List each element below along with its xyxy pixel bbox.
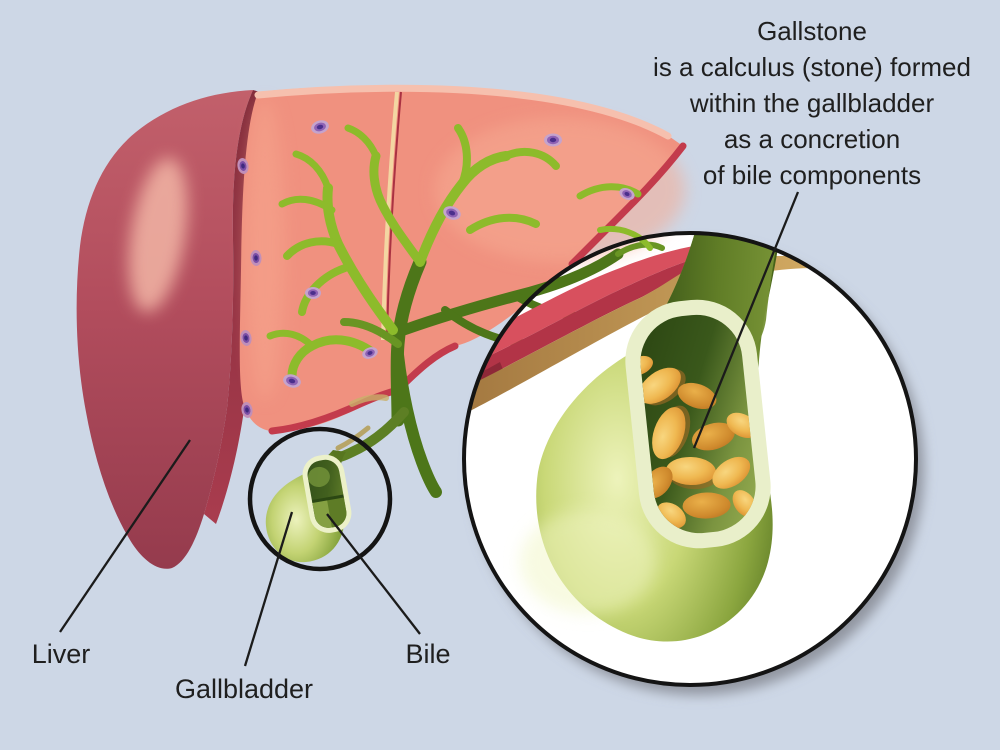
liver-top-rim xyxy=(254,84,672,140)
caption-line-4: as a concretion xyxy=(724,124,900,154)
inset-content xyxy=(464,233,818,642)
liver-label: Liver xyxy=(32,639,91,669)
caption-block: Gallstone is a calculus (stone) formed w… xyxy=(653,16,971,190)
vessel-dots xyxy=(237,120,635,418)
caption-line-5: of bile components xyxy=(703,160,921,190)
inset-liver-band-crimson xyxy=(464,243,714,370)
gallbladder-large-cutaway xyxy=(625,299,771,549)
bile-leader-line xyxy=(326,513,421,635)
gallbladder-leader-line xyxy=(243,511,294,667)
focus-circle xyxy=(247,426,393,572)
bile-level-line xyxy=(311,494,344,504)
gallbladder-label: Gallbladder xyxy=(175,674,313,704)
liver-left-lobe xyxy=(76,90,253,569)
lobe-highlight xyxy=(128,157,188,313)
bile-label: Bile xyxy=(405,639,450,669)
liver-crease-dark xyxy=(386,91,402,339)
inset-liver-band-dark xyxy=(464,253,716,390)
caption-line-2: is a calculus (stone) formed xyxy=(653,52,971,82)
liver-leader-line xyxy=(59,439,191,633)
face-left-wash xyxy=(245,100,285,400)
common-bile-duct xyxy=(329,349,442,498)
liver-right-rim xyxy=(568,142,687,268)
leader-lines xyxy=(59,191,800,667)
gallbladder-large-highlight xyxy=(520,510,656,614)
caption-line-3: within the gallbladder xyxy=(689,88,935,118)
liver-illustration xyxy=(76,84,687,569)
caption-line-1: Gallstone xyxy=(757,16,867,46)
gallstone-leader-line xyxy=(692,191,800,449)
inset-circle-outline xyxy=(462,231,918,687)
